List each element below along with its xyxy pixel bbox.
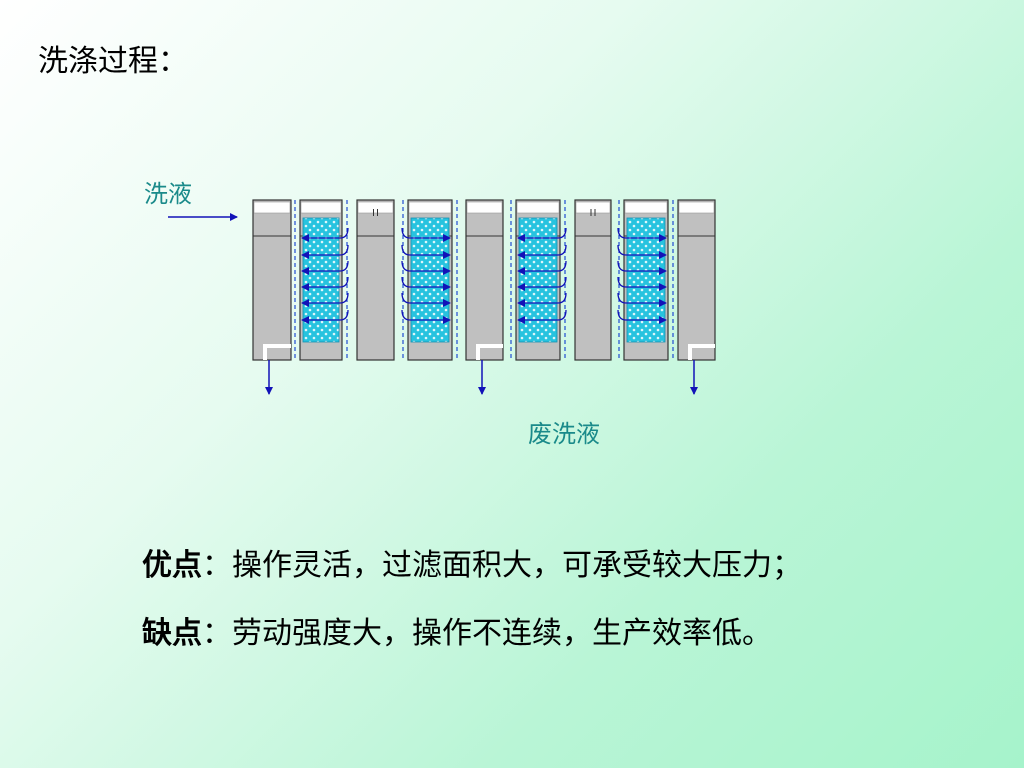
filter-frame xyxy=(402,199,458,361)
plate-top-channel xyxy=(408,201,452,214)
filter-plate xyxy=(574,199,612,361)
advantages-heading: 优点 xyxy=(142,548,202,583)
filter-cake xyxy=(518,217,558,343)
plate-top-channel xyxy=(624,201,668,214)
plate-top-channel xyxy=(300,201,342,214)
washing-plate xyxy=(677,199,716,395)
wash-flow-arrow xyxy=(401,276,451,291)
wash-flow-arrow xyxy=(301,244,349,259)
advantages-colon: ： xyxy=(202,548,232,583)
washing-plate xyxy=(465,199,504,395)
wash-flow-arrow xyxy=(617,260,667,275)
outlet-channel xyxy=(688,344,715,360)
plate-top-channel xyxy=(357,201,394,214)
plate-body xyxy=(356,199,395,361)
filter-plate xyxy=(356,199,395,361)
wash-flow-arrow xyxy=(517,309,567,324)
wash-flow-arrow xyxy=(517,260,567,275)
plate-top-channel xyxy=(253,201,291,214)
wash-flow-arrow xyxy=(401,292,451,307)
filter-cake xyxy=(410,217,450,343)
wash-flow-arrow xyxy=(401,227,451,242)
advantages-line: 优点：操作灵活，过滤面积大，可承受较大压力； xyxy=(142,540,802,584)
wash-flow-arrow xyxy=(301,227,349,242)
filter-frame xyxy=(294,199,348,361)
filter-frame xyxy=(618,199,674,361)
wash-flow-arrow xyxy=(301,260,349,275)
wash-flow-arrow xyxy=(617,292,667,307)
filter-cake xyxy=(302,217,340,343)
plate-top-channel xyxy=(678,201,715,214)
wash-flow-arrow xyxy=(301,276,349,291)
wash-flow-arrow xyxy=(301,309,349,324)
plate-body xyxy=(574,199,612,361)
wash-flow-arrow xyxy=(301,292,349,307)
wash-flow-arrow xyxy=(617,227,667,242)
plate-body xyxy=(252,199,292,361)
outlet-channel xyxy=(263,344,291,360)
filter-cake xyxy=(626,217,666,343)
waste-wash-liquid-label: 废洗液 xyxy=(528,420,600,448)
wash-flow-arrow xyxy=(617,276,667,291)
wash-flow-arrow xyxy=(517,276,567,291)
wash-flow-arrow xyxy=(401,309,451,324)
wash-flow-arrow xyxy=(517,227,567,242)
plate-top-channel xyxy=(575,201,611,214)
wash-flow-arrow xyxy=(617,309,667,324)
advantages-text: 操作灵活，过滤面积大，可承受较大压力； xyxy=(232,548,802,583)
plate-top-channel xyxy=(466,201,503,214)
outlet-channel xyxy=(476,344,503,360)
wash-flow-arrow xyxy=(617,244,667,259)
disadvantages-colon: ： xyxy=(202,616,232,651)
wash-liquid-inlet-label: 洗液 xyxy=(144,180,192,208)
wash-flow-arrow xyxy=(517,244,567,259)
washing-plate xyxy=(252,199,292,395)
wash-flow-arrow xyxy=(401,260,451,275)
disadvantages-line: 缺点：劳动强度大，操作不连续，生产效率低。 xyxy=(142,608,772,652)
plate-top-channel xyxy=(516,201,560,214)
plate-body xyxy=(677,199,716,361)
disadvantages-heading: 缺点 xyxy=(142,616,202,651)
page-title: 洗涤过程： xyxy=(38,44,188,79)
wash-flow-arrow xyxy=(401,244,451,259)
disadvantages-text: 劳动强度大，操作不连续，生产效率低。 xyxy=(232,616,772,651)
wash-flow-arrow xyxy=(517,292,567,307)
filter-frame xyxy=(510,199,566,361)
plate-body xyxy=(465,199,504,361)
